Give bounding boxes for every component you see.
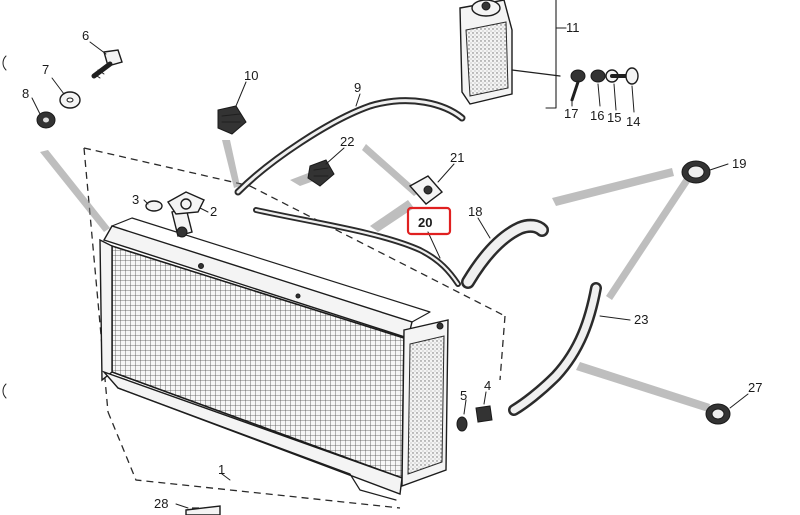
hoses — [234, 97, 602, 416]
callout-20: 20 — [418, 215, 432, 230]
callout-7: 7 — [42, 62, 49, 77]
callout-5: 5 — [460, 388, 467, 403]
callout-15: 15 — [607, 110, 621, 125]
callout-11: 11 — [566, 20, 580, 35]
callout-28: 28 — [154, 496, 168, 511]
callout-4: 4 — [484, 378, 491, 393]
callout-21: 21 — [450, 150, 464, 165]
callout-18: 18 — [468, 204, 482, 219]
callout-8: 8 — [22, 86, 29, 101]
callout-3: 3 — [132, 192, 139, 207]
callout-labels: 6 7 8 10 9 11 22 21 3 2 20 18 19 17 16 1… — [22, 20, 762, 511]
callout-23: 23 — [634, 312, 648, 327]
callout-2: 2 — [210, 204, 217, 219]
small-parts — [36, 49, 731, 515]
callout-9: 9 — [354, 80, 361, 95]
callout-6: 6 — [82, 28, 89, 43]
expansion-tank — [459, 0, 561, 105]
edge-marks — [2, 55, 7, 399]
radiator-core — [99, 207, 449, 501]
callout-wedges — [40, 140, 710, 412]
highlight-box-20 — [406, 206, 452, 236]
bracket-11 — [545, 0, 567, 109]
callout-14: 14 — [626, 114, 640, 129]
callout-17: 17 — [564, 106, 578, 121]
callout-22: 22 — [340, 134, 354, 149]
callout-16: 16 — [590, 108, 604, 123]
callout-1: 1 — [218, 462, 225, 477]
callout-19: 19 — [732, 156, 746, 171]
leader-lines — [31, 41, 749, 509]
callout-27: 27 — [748, 380, 762, 395]
callout-10: 10 — [244, 68, 258, 83]
